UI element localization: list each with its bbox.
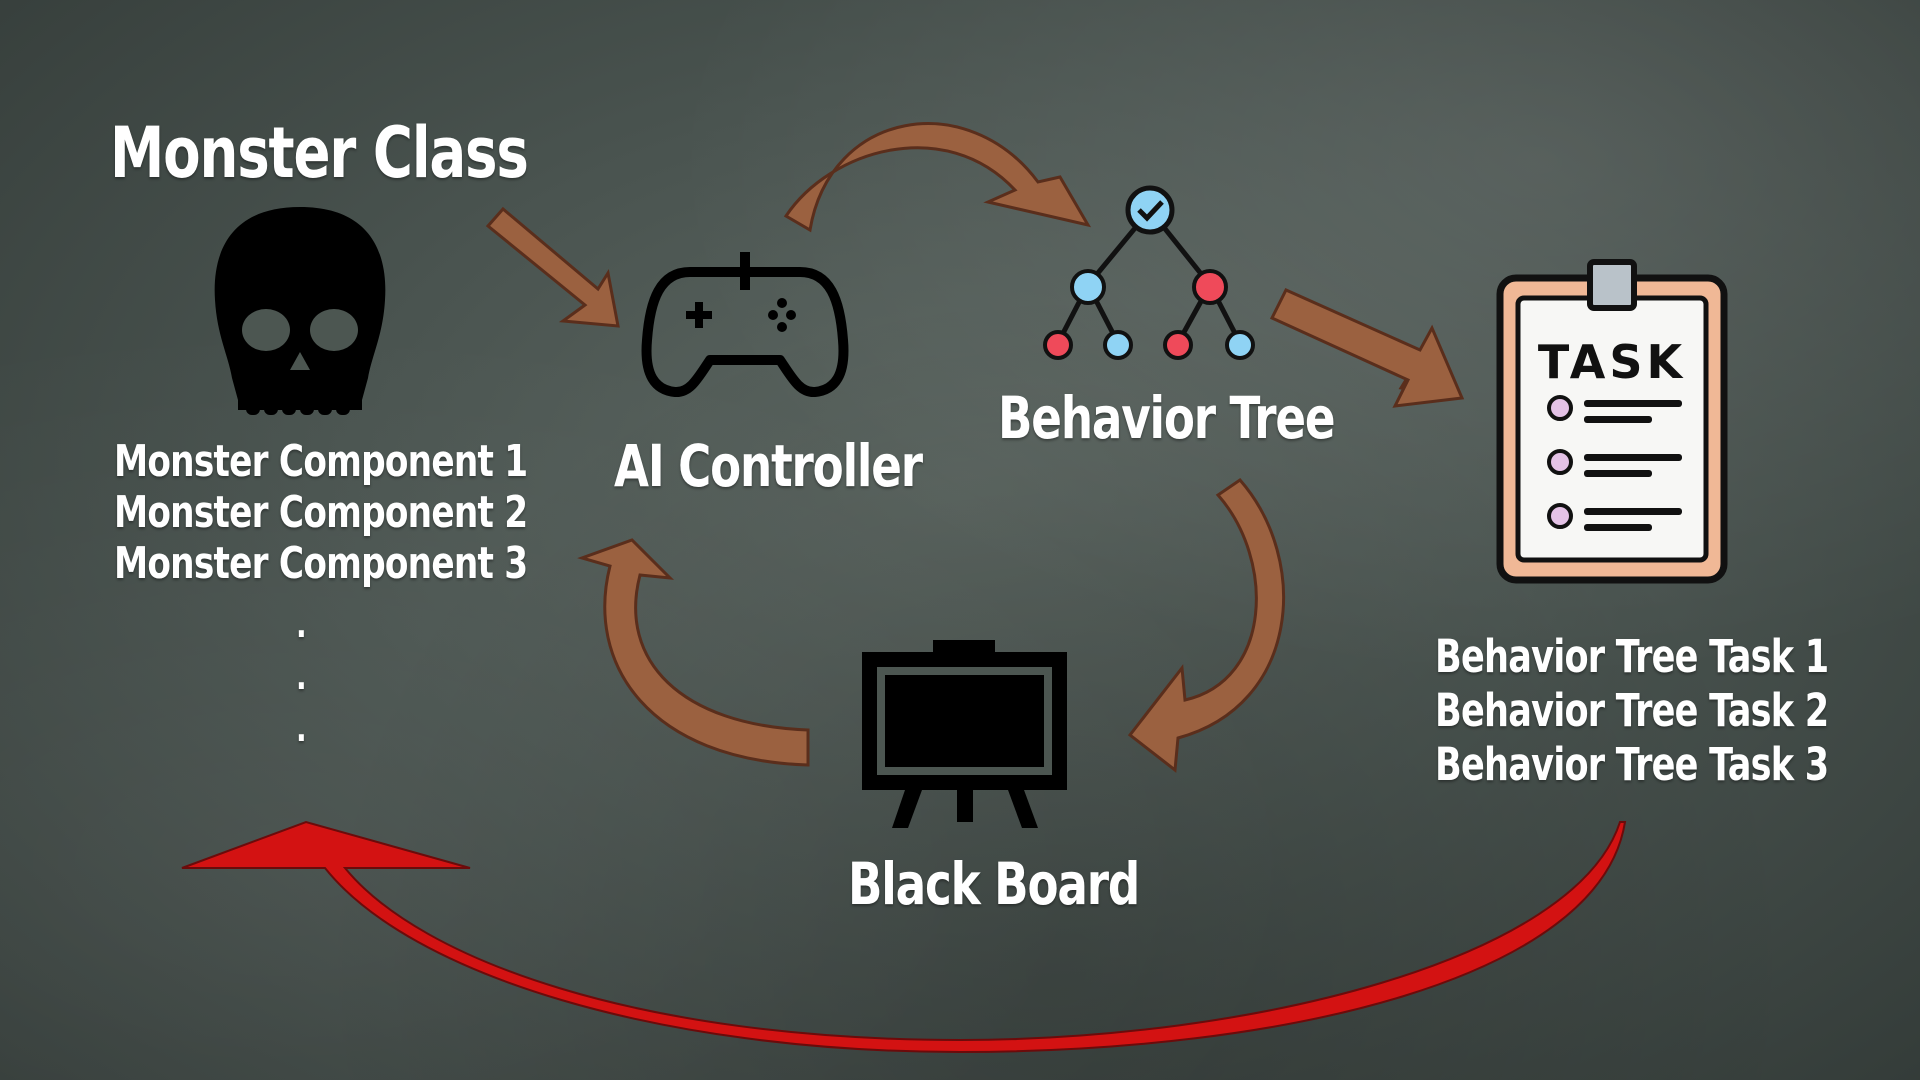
task-items: Behavior Tree Task 1 Behavior Tree Task … bbox=[1435, 630, 1829, 792]
arrow-task-to-monster bbox=[181, 820, 1627, 1054]
monster-component-3: Monster Component 3 bbox=[114, 538, 528, 589]
skull-icon bbox=[214, 207, 386, 415]
arrow-blackboard-to-controller bbox=[577, 538, 810, 767]
clipboard-icon bbox=[1496, 259, 1728, 584]
blackboard-icon bbox=[862, 640, 1067, 828]
black-board-label: Black Board bbox=[848, 850, 1140, 918]
monster-component-1: Monster Component 1 bbox=[114, 436, 528, 487]
task-icon-text: TASK bbox=[1538, 335, 1686, 389]
behavior-tree-label: Behavior Tree bbox=[998, 384, 1336, 452]
gamepad-buttons bbox=[686, 298, 796, 332]
ellipsis-dot-3: . bbox=[296, 709, 307, 750]
arrow-controller-to-tree bbox=[783, 122, 1092, 233]
ai-controller-label: AI Controller bbox=[614, 432, 923, 500]
monster-components: Monster Component 1 Monster Component 2 … bbox=[114, 436, 528, 589]
ellipsis-dot-2: . bbox=[296, 657, 307, 698]
arrow-tree-to-blackboard bbox=[1127, 478, 1286, 773]
task-item-3: Behavior Tree Task 3 bbox=[1435, 738, 1829, 791]
diagram-title: Monster Class bbox=[110, 112, 529, 194]
arrow-monster-to-controller bbox=[485, 206, 620, 328]
ellipsis-dot-1: . bbox=[296, 605, 307, 646]
task-item-1: Behavior Tree Task 1 bbox=[1435, 630, 1829, 683]
gamepad-icon bbox=[641, 252, 849, 397]
task-item-2: Behavior Tree Task 2 bbox=[1435, 684, 1829, 737]
monster-component-2: Monster Component 2 bbox=[114, 487, 528, 538]
monster-ellipsis: . . . bbox=[296, 600, 307, 756]
arrow-tree-to-task-shaft bbox=[1269, 288, 1465, 408]
tree-icon bbox=[1043, 185, 1255, 360]
